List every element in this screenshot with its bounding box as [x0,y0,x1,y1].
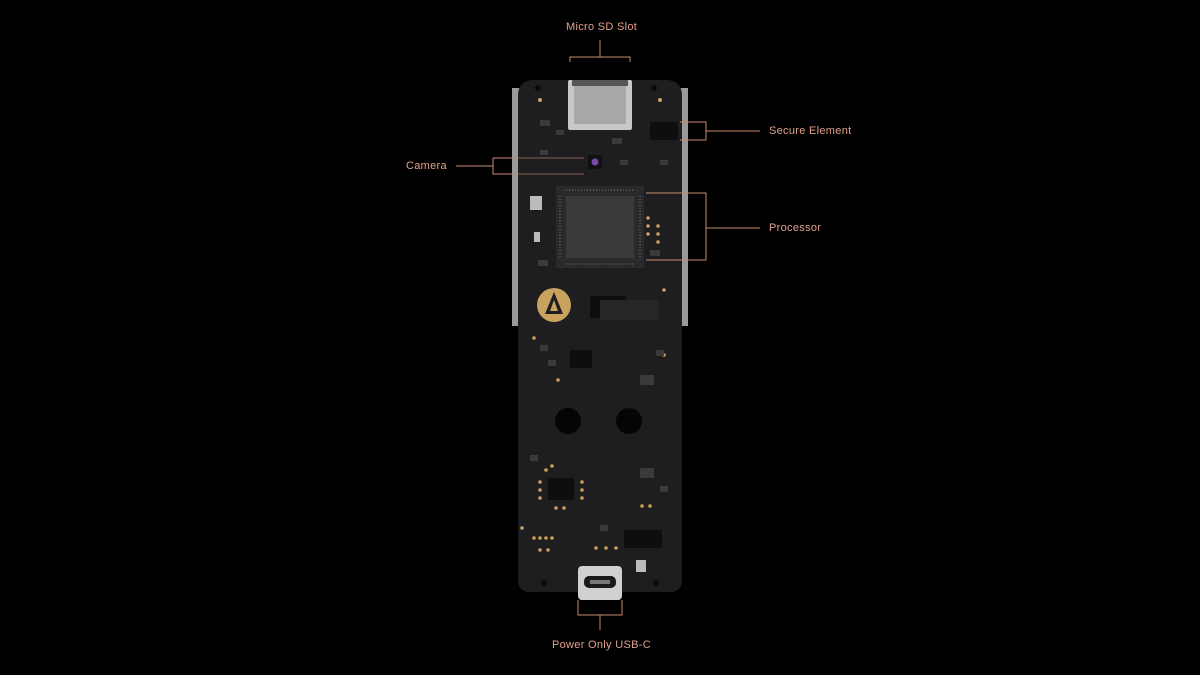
board-hole [555,408,581,434]
camera-label: Camera [406,160,447,172]
board-hole [616,408,642,434]
chip [624,530,662,548]
chip [548,478,574,500]
usb-c-callout-line [577,600,623,630]
mount-hole [541,580,547,586]
right-housing-rail [680,88,688,326]
secure-element-callout-line [680,121,760,141]
chip [570,350,592,368]
smd-components [530,120,668,572]
secure-element-label: Secure Element [769,125,852,137]
micro-sd-slot-label: Micro SD Slot [566,21,638,33]
micro-sd-callout-line [569,40,631,62]
processor-chip [566,196,634,258]
processor-label: Processor [769,222,822,234]
mount-hole [535,85,541,91]
gold-pads [520,98,666,552]
left-housing-rail [512,88,520,326]
camera-callout-line [456,157,518,175]
mount-hole [651,85,657,91]
mount-hole [653,580,659,586]
secure-element-chip [650,122,678,140]
callout-lines [456,40,760,630]
usb-c-label: Power Only USB-C [552,639,651,651]
processor-pins [559,189,641,265]
processor-callout-line [646,192,760,261]
